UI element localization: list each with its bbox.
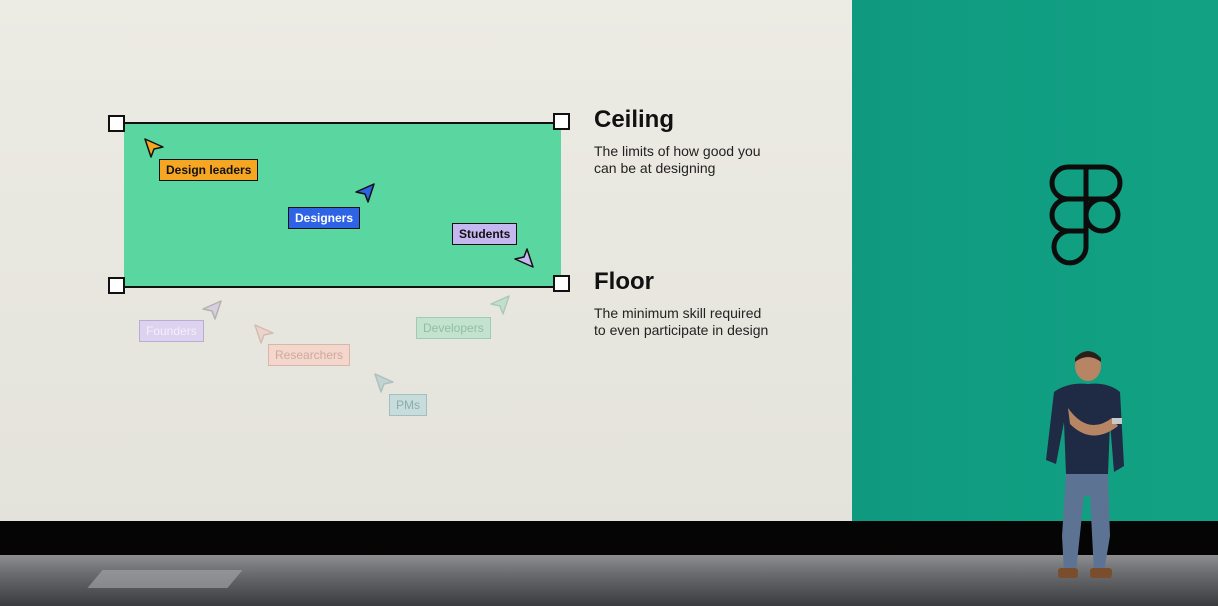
label-founders: Founders — [139, 320, 204, 342]
speaker-figure — [1046, 351, 1124, 578]
label-developers: Developers — [416, 317, 491, 339]
presentation-slide: Design leaders Designers Students Founde… — [0, 0, 852, 521]
ceiling-description: The limits of how good you can be at des… — [594, 143, 834, 177]
floor-title: Floor — [594, 268, 654, 295]
handle-top-right — [553, 113, 570, 130]
floor-description: The minimum skill required to even parti… — [594, 305, 834, 339]
figma-logo-icon — [1049, 164, 1123, 266]
label-students: Students — [452, 223, 518, 245]
ceiling-title: Ceiling — [594, 106, 675, 133]
ceiling-description-line: The limits of how good you — [594, 143, 761, 159]
cursor-arrow-icon — [202, 300, 222, 320]
label-pms: PMs — [389, 394, 427, 416]
handle-top-left — [108, 115, 125, 132]
skill-range-box — [124, 122, 561, 288]
cursor-arrow-icon — [490, 295, 510, 315]
handle-bottom-left — [108, 277, 125, 294]
floor-description-line: to even participate in design — [594, 322, 769, 338]
label-designers: Designers — [288, 207, 361, 229]
cursor-arrow-icon — [144, 138, 164, 158]
label-researchers: Researchers — [268, 344, 351, 366]
brand-panel — [852, 0, 1218, 521]
cursor-arrow-icon — [514, 248, 534, 268]
label-design-leaders: Design leaders — [159, 159, 259, 181]
cursor-arrow-icon — [254, 324, 274, 344]
ceiling-description-line: can be at designing — [594, 160, 716, 176]
stage-edge — [0, 521, 1218, 555]
cursor-arrow-icon — [374, 373, 394, 393]
handle-bottom-right — [553, 275, 570, 292]
floor-description-line: The minimum skill required — [594, 305, 762, 321]
cursor-arrow-icon — [355, 183, 375, 203]
stage-light-reflection — [87, 570, 243, 588]
